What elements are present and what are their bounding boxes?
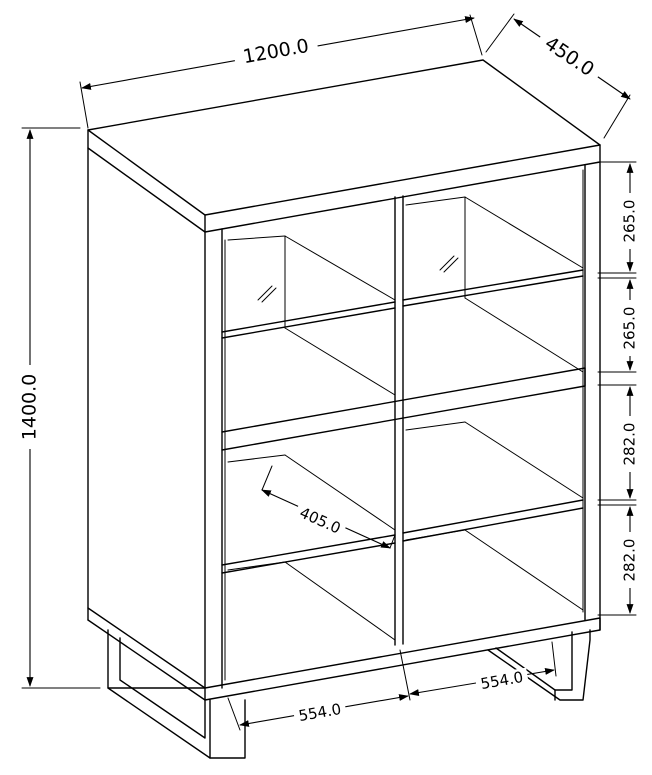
label-right-bay-width: 554.0 <box>479 668 524 693</box>
top-slab-surface <box>87 59 601 216</box>
metal-legs <box>107 629 591 759</box>
label-upper-bottom-shelf: 265.0 <box>621 307 639 350</box>
label-lower-bottom-shelf: 282.0 <box>621 539 639 582</box>
dimension-lines <box>21 13 637 731</box>
cabinet-body <box>87 59 601 759</box>
label-upper-top-shelf: 265.0 <box>621 200 639 243</box>
dimension-labels: 1200.0 450.0 1400.0 265.0 265.0 282.0 28… <box>19 28 639 727</box>
left-side-panel <box>87 147 206 689</box>
label-lower-top-shelf: 282.0 <box>621 423 639 466</box>
label-inner-depth: 405.0 <box>297 504 344 538</box>
top-slab-front-edge <box>87 129 601 233</box>
upper-glass-shelves <box>221 196 584 396</box>
label-total-height: 1400.0 <box>19 374 41 440</box>
label-left-bay-width: 554.0 <box>297 700 342 725</box>
